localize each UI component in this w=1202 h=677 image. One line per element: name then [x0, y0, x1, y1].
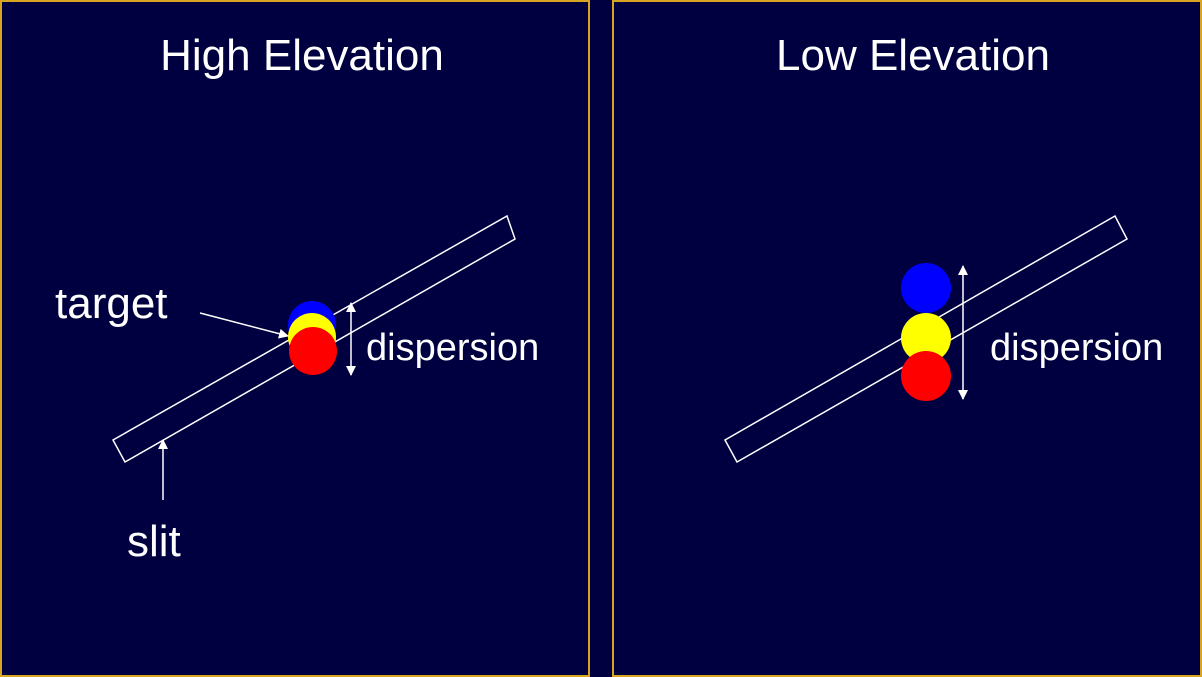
high-elevation-group: High Elevation dispersion target slit	[55, 31, 539, 566]
target-pointer-arrow	[199, 312, 289, 339]
red-image-circle	[901, 351, 951, 401]
slit-label: slit	[127, 517, 181, 566]
slit-rectangle	[723, 214, 1128, 464]
slit-rectangle	[111, 214, 516, 464]
low-elevation-title: Low Elevation	[776, 31, 1050, 80]
target-label: target	[55, 279, 168, 328]
yellow-image-circle	[901, 313, 951, 363]
low-elevation-group: Low Elevation dispersion	[723, 31, 1163, 464]
dispersion-label: dispersion	[990, 327, 1163, 369]
high-elevation-title: High Elevation	[160, 31, 444, 80]
blue-image-circle	[901, 263, 951, 313]
red-image-circle	[289, 327, 337, 375]
dispersion-label: dispersion	[366, 327, 539, 369]
